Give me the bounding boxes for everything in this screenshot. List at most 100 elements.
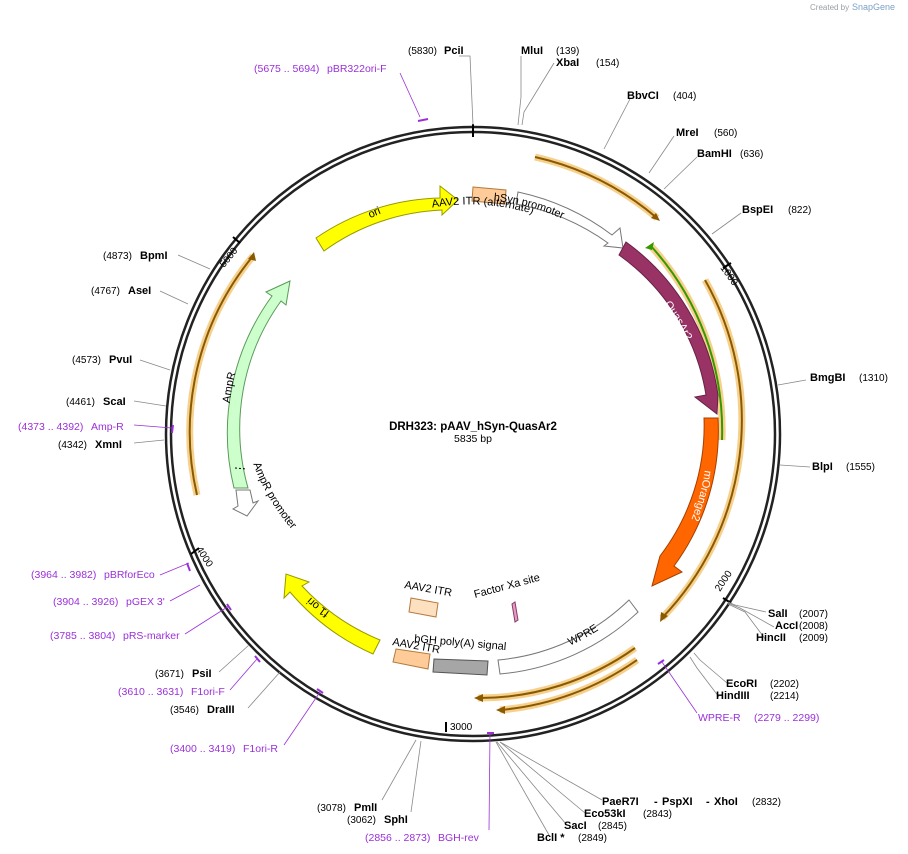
site-pcii[interactable]: PciI (444, 45, 464, 57)
site-eco53ki-pos: (2843) (643, 809, 672, 820)
site-acci[interactable]: AccI (775, 620, 798, 632)
site-psii-pos: (3671) (155, 669, 184, 680)
site-hincii-pos: (2009) (799, 633, 828, 644)
orf-arrowhead-left (248, 252, 256, 261)
site-asei-pos: (4767) (91, 286, 120, 297)
orf-line-bottom-2 (499, 659, 638, 711)
site-sali-pos: (2007) (799, 609, 828, 620)
site-pcii-pos: (5830) (408, 46, 437, 57)
site-xhoi[interactable]: XhoI (714, 796, 738, 808)
site-draiii[interactable]: DraIII (207, 704, 235, 716)
feature-ori[interactable] (315, 184, 459, 252)
feature-quasar2[interactable] (618, 241, 719, 415)
feature-factor-xa[interactable] (511, 601, 519, 623)
site-mrei[interactable]: MreI (676, 127, 699, 139)
leader-bcli (495, 741, 550, 836)
site-pmli[interactable]: PmlI (354, 802, 377, 814)
feature-ampr[interactable] (226, 280, 291, 489)
site-hindiii[interactable]: HindIII (716, 690, 750, 702)
primer-pgex3[interactable]: pGEX 3' (126, 596, 165, 608)
leader-pgex3 (169, 584, 201, 602)
site-bamhi[interactable]: BamHI (697, 148, 732, 160)
orf-arrowhead-bottom-1 (474, 694, 483, 702)
primer-wpre-r[interactable]: WPRE-R (698, 712, 741, 724)
primer-bgh-rev-range: (2856 .. 2873) (365, 832, 430, 844)
leader-asei (159, 290, 189, 305)
site-bspei-pos: (822) (788, 205, 811, 216)
leader-pbr322ori-f (399, 72, 421, 118)
primer-amp-r-range: (4373 .. 4392) (18, 421, 83, 433)
leader-xbai (521, 62, 555, 126)
feature-hsyn-promoter[interactable] (515, 191, 624, 249)
site-paer7i[interactable]: PaeR7I (602, 796, 639, 808)
leader-pcii (459, 55, 474, 126)
site-pvui-pos: (4573) (72, 355, 101, 366)
orf-line-green (649, 244, 724, 441)
site-saci[interactable]: SacI (564, 820, 587, 832)
primer-marks (171, 118, 665, 734)
site-sali[interactable]: SalI (768, 608, 788, 620)
site-xbai[interactable]: XbaI (556, 57, 579, 69)
site-hincii[interactable]: HincII (756, 632, 786, 644)
orf-line-left (188, 255, 254, 496)
leader-hincii (727, 603, 767, 641)
primer-prs-marker[interactable]: pRS-marker (123, 630, 180, 642)
primer-pbr322ori-f[interactable]: pBR322ori-F (327, 63, 387, 75)
site-psii[interactable]: PsiI (192, 668, 212, 680)
tick-4000 (190, 547, 200, 555)
site-paer7i-sep: - (654, 796, 658, 808)
site-pvui[interactable]: PvuI (109, 354, 132, 366)
feature-aav2-itr-bottom[interactable] (392, 648, 431, 670)
site-bcli[interactable]: BclI * (537, 832, 565, 844)
site-bspei[interactable]: BspEI (742, 204, 773, 216)
site-bpmi[interactable]: BpmI (140, 250, 168, 262)
feature-morange2[interactable] (651, 417, 719, 587)
site-pspxi[interactable]: PspXI (662, 796, 693, 808)
site-eco53ki[interactable]: Eco53kI (584, 808, 626, 820)
primer-pbrforeco[interactable]: pBRforEco (104, 569, 155, 581)
site-scai[interactable]: ScaI (103, 396, 126, 408)
site-bcli-pos: (2849) (578, 833, 607, 844)
primer-bgh-rev[interactable]: BGH-rev (438, 832, 480, 844)
site-bmgbi[interactable]: BmgBI (810, 372, 845, 384)
orf-arcs (186, 153, 746, 714)
leader-bbvci (603, 98, 631, 150)
leader-blpi (779, 464, 811, 468)
site-bamhi-pos: (636) (740, 149, 763, 160)
primer-amp-r[interactable]: Amp-R (91, 421, 124, 433)
orf-arrowhead-right (660, 612, 668, 622)
site-ecori-pos: (2202) (770, 679, 799, 690)
leader-bgh-rev (488, 732, 491, 831)
feature-wpre[interactable] (497, 599, 639, 675)
primer-mark-amp-r (171, 424, 174, 434)
primer-f1ori-r[interactable]: F1ori-R (243, 743, 278, 755)
leader-mrei (648, 135, 675, 174)
leader-f1ori-f (229, 658, 258, 691)
site-xmni[interactable]: XmnI (95, 439, 122, 451)
feature-ampr-promoter[interactable] (231, 489, 260, 517)
feature-aav2-itr-mid[interactable] (408, 597, 439, 618)
site-ecori[interactable]: EcoRI (726, 678, 757, 690)
primer-mark-pbrforeco (186, 562, 191, 572)
primer-f1ori-f[interactable]: F1ori-F (191, 686, 225, 698)
site-bbvci[interactable]: BbvCI (627, 90, 659, 102)
credit-brand: SnapGene (852, 2, 895, 12)
tick-5000 (232, 236, 241, 244)
site-xhoi-pos: (2832) (752, 797, 781, 808)
feature-aav2-itr-alternate[interactable] (471, 186, 507, 205)
site-blpi[interactable]: BlpI (812, 461, 833, 473)
snapgene-credit: Created by SnapGene (810, 2, 895, 12)
site-asei[interactable]: AseI (128, 285, 151, 297)
leader-acci (727, 602, 775, 628)
leader-wpre-r (661, 661, 698, 714)
site-saci-pos: (2845) (598, 821, 627, 832)
site-mlui[interactable]: MluI (521, 45, 543, 57)
orf-line-bottom-1 (477, 647, 636, 700)
site-pspxi-sep: - (706, 796, 710, 808)
feature-bgh-poly-a[interactable] (432, 658, 489, 676)
feature-f1-ori[interactable] (283, 573, 381, 655)
leader-saci (496, 741, 567, 825)
primer-f1ori-r-range: (3400 .. 3419) (170, 743, 235, 755)
site-sphi[interactable]: SphI (384, 814, 408, 826)
credit-created-by: Created by (810, 3, 849, 12)
